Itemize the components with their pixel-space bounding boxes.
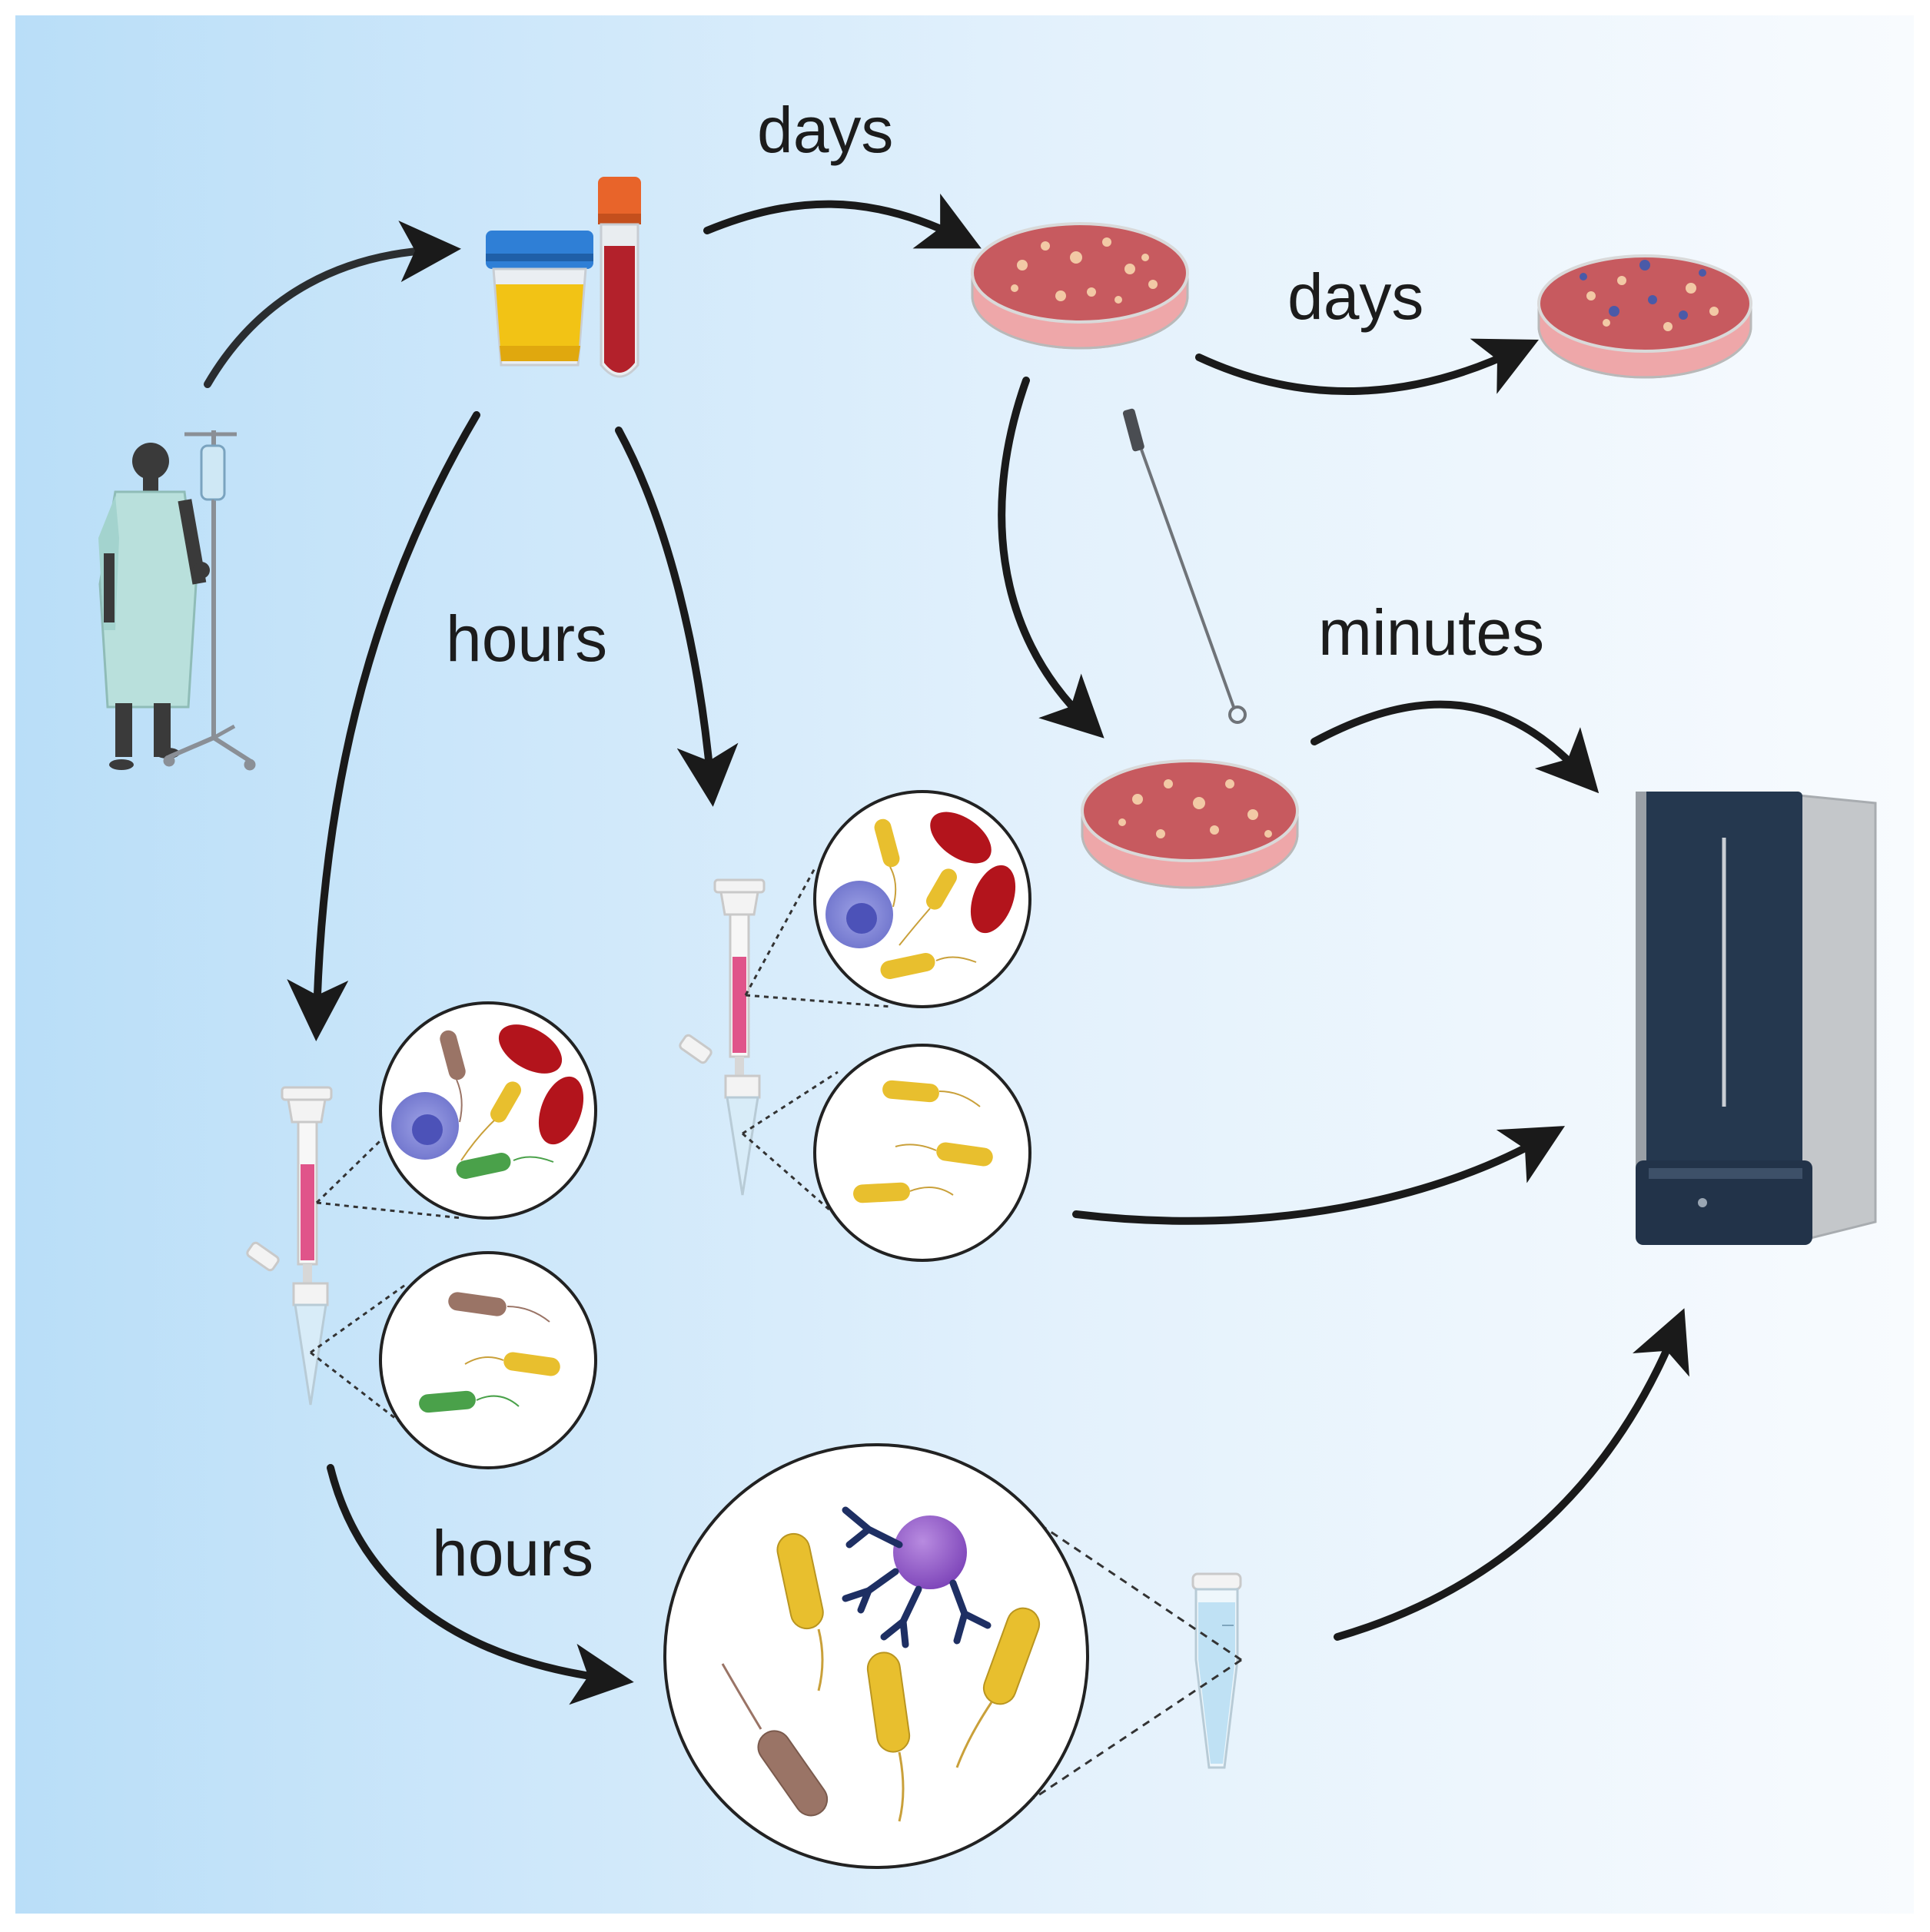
magnified-sample-circle [310,1251,597,1469]
arrow-left-to-beads [327,1464,634,1705]
arrow-plate-to-instrument [1310,700,1599,794]
arrow-samples-to-middle-column [615,427,739,807]
label-days-right: days [1287,261,1423,333]
petri-dish-icon [971,222,1189,350]
microtube-icon [1191,1572,1242,1769]
antibody-icon [842,1506,992,1648]
maldi-instrument-icon [1636,792,1877,1245]
arrow-tube-to-instrument [1334,1308,1689,1641]
inoculating-loop-icon [1122,408,1247,724]
patient-icon [98,443,210,770]
urine-cup-icon [486,231,593,367]
label-hours-bottom: hours [432,1517,593,1589]
arrow-samples-to-left-column [287,411,480,1041]
label-days-top: days [757,94,893,166]
blood-tube-icon [598,177,641,378]
arrow-samples-to-plate [703,193,982,249]
magnified-sample-circle [742,1044,1031,1262]
arrow-patient-to-samples [204,221,461,388]
arrow-plate-to-plate-right [1195,338,1540,396]
petri-dish-icon [1081,759,1299,889]
magnified-sample-circle [744,790,1031,1008]
magnified-sample-circle [315,1001,597,1220]
magnified-bead-circle [663,1443,1242,1869]
spin-column-icon [246,1086,333,1406]
arrow-plate-to-plate-mid [998,377,1105,739]
label-hours-middle: hours [446,603,607,675]
iv-stand-icon [163,430,256,771]
label-minutes: minutes [1318,596,1544,669]
arrows [204,193,1689,1705]
petri-dish-icon [1537,254,1752,379]
arrow-middle-to-instrument [1072,1126,1566,1225]
spin-column-icon [679,878,766,1196]
